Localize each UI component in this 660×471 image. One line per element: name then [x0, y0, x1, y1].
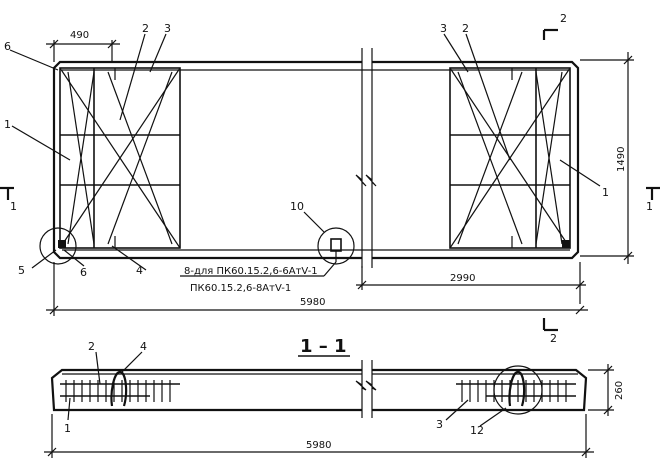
callout-6-top: 6	[4, 40, 11, 53]
section-callout-1: 1	[64, 422, 71, 435]
cut-2-top: 2	[560, 12, 567, 25]
slab-outline-left	[52, 60, 362, 260]
embedded-part-10	[330, 238, 342, 252]
section-callout-2: 2	[88, 340, 95, 353]
detail-circle-12	[493, 365, 543, 415]
section-break-right	[365, 360, 377, 418]
dim-260-label: 260	[614, 381, 625, 400]
section-left-loop	[110, 370, 128, 407]
callout-4-bottom: 4	[136, 264, 143, 277]
detail-circle-10	[317, 227, 355, 265]
plan-view: 490 1490 2990 5980 8-для ПК60.15.2,6-6Ат…	[0, 12, 660, 345]
break-line-right	[365, 48, 377, 268]
callout-2-top-left: 2	[142, 22, 149, 35]
callout-3-top-right: 3	[440, 22, 447, 35]
right-mesh	[449, 67, 571, 249]
callout-5: 5	[18, 264, 25, 277]
section-break-left	[355, 360, 367, 418]
callout-6-bottom: 6	[80, 266, 87, 279]
section-callout-12: 12	[470, 424, 484, 437]
section-view: 1 – 1	[44, 336, 625, 458]
right-lift-loop	[562, 240, 570, 248]
dim-5980-plan-label: 5980	[300, 297, 325, 308]
slab-outline-right	[372, 60, 580, 260]
cut-1-right: 1	[646, 200, 653, 213]
callout-3-top-left: 3	[164, 22, 171, 35]
callout-1-left: 1	[4, 118, 11, 131]
section-callout-3: 3	[436, 418, 443, 431]
detail-circle-5	[39, 227, 77, 265]
section-slab-right	[372, 368, 588, 412]
callout-1-right: 1	[602, 186, 609, 199]
callout-2-top-right: 2	[462, 22, 469, 35]
cut-2-bottom: 2	[550, 332, 557, 345]
section-callout-4: 4	[140, 340, 147, 353]
right-mesh-frame	[449, 67, 571, 249]
dim-2990-label: 2990	[450, 273, 475, 284]
left-lift-loop	[58, 240, 66, 248]
dim-5980-section-label: 5980	[306, 440, 331, 451]
dim-490-label: 490	[70, 30, 89, 41]
break-line-left	[355, 48, 367, 268]
callout-10: 10	[290, 200, 304, 213]
cut-1-left: 1	[10, 200, 17, 213]
left-mesh-frame	[59, 67, 181, 249]
dim-1490-label: 1490	[616, 147, 627, 172]
section-right-loop	[508, 370, 526, 407]
left-mesh	[58, 67, 181, 249]
section-slab-left	[50, 368, 362, 412]
note-line-1: 8-для ПК60.15.2,6-6АтV-1	[184, 266, 318, 277]
note-line-2: ПК60.15.2,6-8АтV-1	[190, 283, 291, 294]
section-title: 1 – 1	[300, 336, 347, 357]
